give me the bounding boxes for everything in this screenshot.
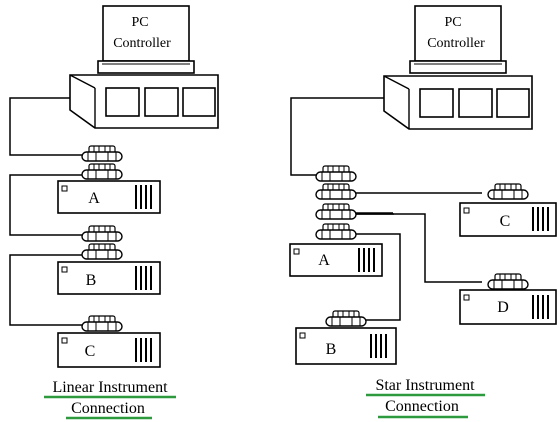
instrument-b: B	[295, 327, 397, 365]
instrument-label: D	[497, 299, 509, 316]
instrument-label: B	[86, 272, 97, 289]
pc-monitor-icon	[97, 5, 195, 74]
caption-star-line2: Connection	[385, 398, 459, 415]
instrument-b: B	[57, 261, 161, 295]
instrument-a: A	[289, 243, 383, 277]
connector-icon	[81, 163, 123, 180]
pc-monitor-icon	[409, 5, 507, 74]
linear-diagram: PC Controller A	[9, 5, 219, 420]
caption-linear-line1: Linear Instrument	[52, 379, 168, 396]
instrument-a: A	[57, 180, 161, 214]
instrument-label: C	[85, 343, 96, 360]
connector-icon	[487, 273, 529, 290]
connector-icon	[325, 310, 367, 327]
instrument-label: A	[88, 190, 100, 207]
connector-icon	[81, 315, 123, 332]
instrument-label: B	[326, 341, 337, 358]
connector-icon	[487, 183, 529, 200]
connector-icon	[81, 243, 123, 260]
instrument-label: C	[500, 213, 511, 230]
connector-icon	[81, 145, 123, 162]
instrument-c: C	[459, 202, 557, 237]
instrument-d: D	[459, 289, 557, 325]
pc-label-controller: Controller	[113, 36, 171, 51]
connector-icon	[315, 223, 357, 240]
caption-star-line1: Star Instrument	[375, 377, 475, 394]
pc-label: PC	[444, 15, 461, 30]
pc-label-controller: Controller	[427, 36, 485, 51]
connector-icon	[315, 203, 357, 220]
instrument-label: A	[318, 252, 330, 269]
connector-icon	[315, 183, 357, 200]
pc-base-icon	[69, 74, 219, 129]
star-diagram: PC Controller A	[289, 5, 557, 419]
pc-base-icon	[383, 75, 533, 130]
connector-icon	[315, 165, 357, 182]
connector-icon	[81, 225, 123, 242]
pc-label: PC	[131, 15, 148, 30]
caption-linear-line2: Connection	[71, 400, 145, 417]
instrument-c: C	[57, 332, 161, 368]
